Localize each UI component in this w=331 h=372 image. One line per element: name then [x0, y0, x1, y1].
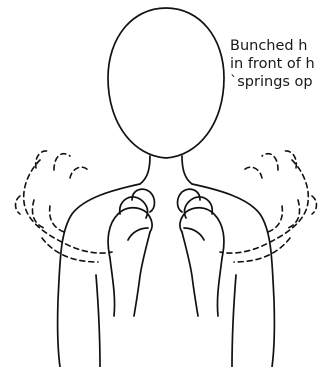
left-motion-trace	[16, 151, 113, 262]
right-hand	[178, 189, 224, 316]
left-hand	[108, 189, 154, 316]
description-line-2: in front of h	[230, 55, 315, 73]
sign-description: Bunched h in front of h `springs op	[230, 37, 315, 91]
right-motion-trace	[220, 151, 317, 262]
head-outline	[108, 8, 224, 158]
description-line-3: `springs op	[230, 73, 315, 91]
description-line-1: Bunched h	[230, 37, 315, 55]
